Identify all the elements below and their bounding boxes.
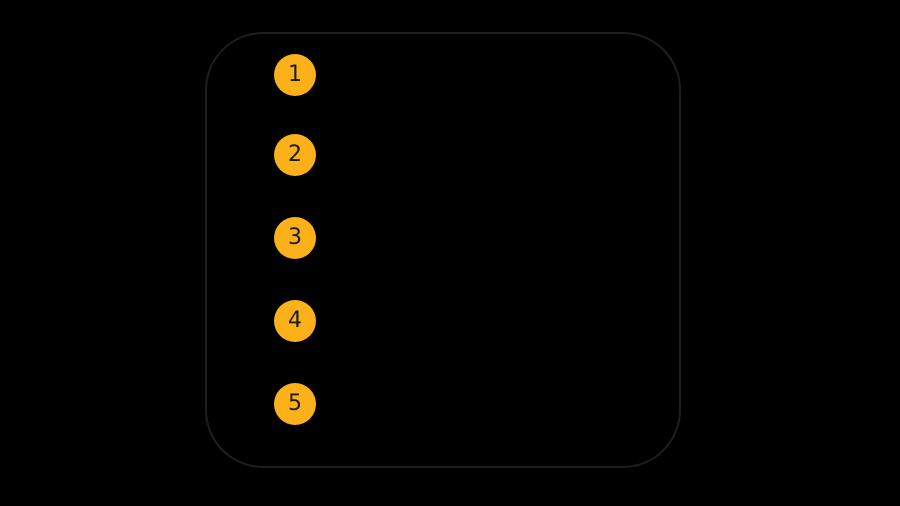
step-circle-2: 2 (274, 134, 316, 176)
step-number: 1 (288, 62, 302, 87)
step-number: 3 (288, 225, 302, 250)
steps-panel-outline (205, 32, 681, 468)
step-circle-1: 1 (274, 54, 316, 96)
step-circle-3: 3 (274, 217, 316, 259)
step-number: 2 (288, 142, 302, 167)
step-number: 5 (288, 391, 302, 416)
step-number: 4 (288, 308, 302, 333)
step-circle-4: 4 (274, 300, 316, 342)
step-circle-5: 5 (274, 383, 316, 425)
